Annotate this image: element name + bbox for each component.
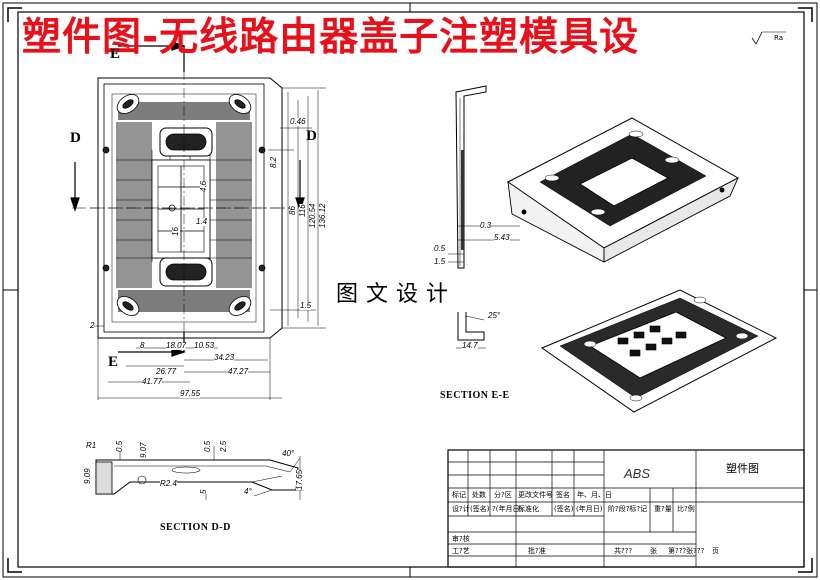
tb-sheet-unit: 张	[650, 547, 657, 555]
dim-2: 2	[90, 321, 95, 330]
tb-page-unit: 页	[712, 547, 719, 555]
dim-8: 8	[140, 341, 145, 350]
dd-dim-0-5b: 0.5	[203, 440, 212, 452]
tb-label-count: 处数	[472, 491, 486, 499]
section-marker-d-right: D	[306, 128, 317, 144]
dim-41-77: 41.77	[142, 377, 163, 386]
title-block-drawing-title: 塑件图	[726, 462, 759, 475]
tb-standard: 标准化	[518, 505, 539, 513]
tb-design-date: ?(年月日)	[492, 505, 523, 513]
section-marker-e-top: E	[110, 46, 121, 62]
dim-116: 116	[298, 204, 307, 217]
dim-8-2: 8.2	[269, 156, 278, 168]
dim-34-23: 34.23	[214, 353, 235, 362]
roughness-label: Ra	[774, 34, 783, 42]
title-block-grid	[447, 449, 805, 568]
dd-dim-2-5: 2.5	[219, 440, 228, 452]
tb-scale: 比?例	[677, 505, 695, 513]
tb-process: 工?艺	[452, 547, 470, 555]
top-view-dimension-lines	[90, 87, 326, 400]
dim-136-12: 136.12	[318, 203, 327, 228]
tb-label-date: 年、月、日	[577, 491, 612, 499]
dim-97-55: 97.55	[180, 389, 201, 398]
dd-dim-40deg: 40°	[282, 449, 295, 458]
drawing-banner-title: 塑件图-无线路由器盖子注塑模具设	[22, 15, 640, 60]
dd-dim-0-5a: 0.5	[115, 440, 124, 452]
tb-label-mark: 标记	[452, 491, 466, 499]
ee-dim-0-5: 0.5	[434, 244, 446, 253]
tb-page: 第???张???	[668, 547, 705, 555]
ee-dim-5-43: 5.43	[494, 233, 510, 242]
dd-dim-5: 5	[199, 489, 208, 494]
watermark-text: 图文设计	[334, 276, 459, 308]
dd-dim-17-65: 17.65	[295, 469, 304, 490]
tb-design-sign: (签名)	[470, 505, 490, 513]
dim-0-46: 0.46	[290, 117, 306, 126]
section-ee-title: SECTION E-E	[440, 390, 510, 401]
ee-dim-14-7: 14.7	[462, 341, 478, 350]
dim-47-27: 47.27	[228, 367, 249, 376]
isometric-view-bottom	[540, 289, 778, 413]
dim-4-6: 4.6	[199, 180, 208, 192]
dim-18-07: 18.07	[166, 341, 187, 350]
tb-label-signature: 签名	[556, 491, 570, 499]
dim-86: 86	[288, 206, 297, 215]
dd-dim-r1: R1	[86, 441, 97, 450]
tb-design: 设?计	[452, 505, 470, 513]
section-marker-e-bottom: E	[108, 354, 119, 370]
section-arrows	[70, 41, 305, 357]
roughness-symbol	[751, 31, 763, 45]
section-marker-d-left: D	[70, 130, 81, 146]
dd-dim-r24: R2.4	[160, 479, 177, 488]
tb-standard-sign: (签名)	[554, 505, 574, 513]
dd-dim-9-07: 9.07	[139, 442, 148, 458]
title-block-material: ABS	[624, 466, 651, 481]
tb-label-zone: 分?区	[494, 491, 512, 499]
tb-standard-date: (年月日)	[576, 505, 603, 513]
dim-1-4: 1.4	[196, 217, 208, 226]
tb-review: 审?核	[452, 535, 470, 543]
dd-dim-9-09: 9.09	[83, 468, 92, 484]
ee-dim-0-3: 0.3	[480, 221, 492, 230]
tb-weight: 重?量	[654, 505, 672, 513]
tb-stage: 阶?段?标?记	[608, 505, 648, 513]
ee-dim-25deg: 25°	[488, 311, 501, 320]
tb-sheet-total: 共???	[614, 547, 633, 555]
section-ee-view	[448, 85, 520, 349]
isometric-view-top	[507, 117, 740, 263]
tb-approve: 批?准	[528, 547, 546, 555]
section-dd-title: SECTION D-D	[160, 522, 231, 533]
tb-label-change-doc: 更改文件号	[518, 491, 553, 499]
ee-dim-1-5: 1.5	[434, 257, 446, 266]
dim-120-54: 120.54	[308, 203, 317, 228]
dim-10-53: 10.53	[194, 341, 215, 350]
dim-1-5-top: 1.5	[300, 301, 312, 310]
dim-26-77: 26.77	[156, 367, 177, 376]
dd-dim-4deg: 4°	[244, 487, 252, 496]
section-dd-view	[95, 446, 304, 500]
dim-16: 16	[171, 227, 180, 236]
